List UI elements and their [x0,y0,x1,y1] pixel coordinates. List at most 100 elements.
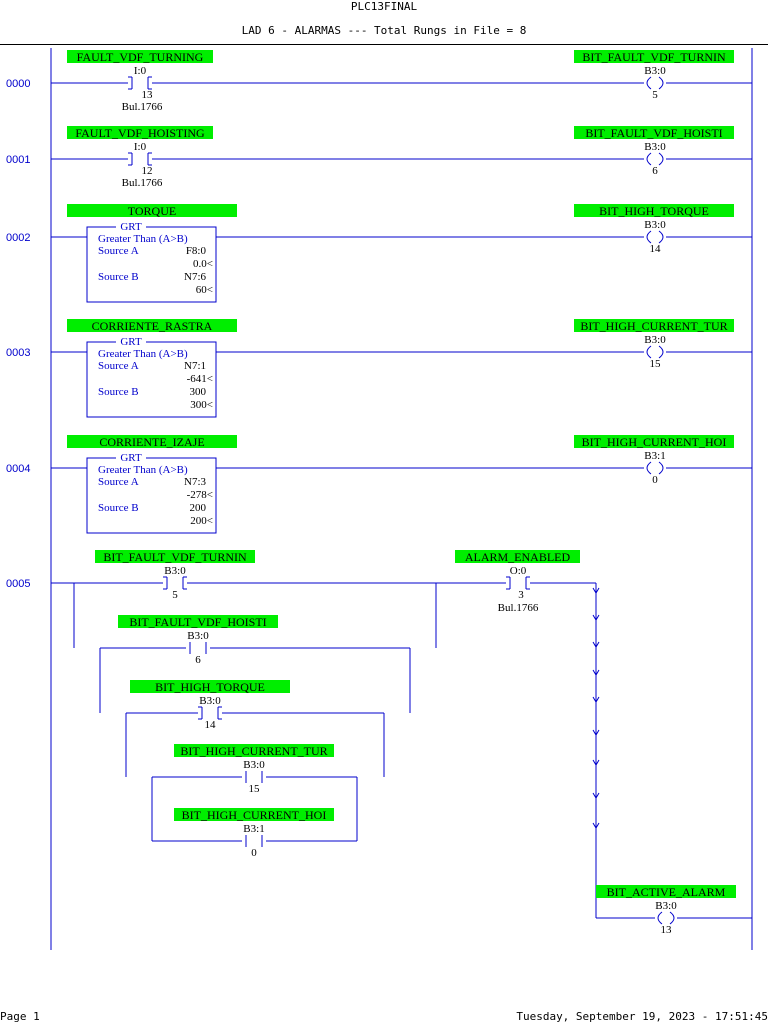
grt-title-gap [116,451,146,464]
power-flow-arrow [592,792,600,799]
coil-bit: 14 [650,243,662,255]
tag-label: BIT_FAULT_VDF_HOISTI [129,615,266,629]
coil-address: B3:0 [644,141,666,153]
tag-label: FAULT_VDF_TURNING [77,50,204,64]
contact-bit: 13 [142,89,154,101]
tag-highlight [574,126,734,139]
coil-right-arc [658,152,664,166]
coil-bit: 13 [661,924,673,936]
power-flow-arrow [592,587,600,594]
power-flow-arrow [592,729,600,736]
power-flow-arrow [592,696,600,703]
coil-bit: 6 [652,165,658,177]
tag-highlight [574,50,734,63]
power-flow-arrow [592,822,600,829]
coil-left-arc [646,152,652,166]
grt-block-title: GRT [120,221,142,233]
contact-address: B3:0 [199,695,221,707]
contact-bit: 14 [205,719,217,731]
contact-bit: 15 [249,783,261,795]
grt-block [86,226,217,303]
grt-description: Greater Than (A>B) [98,464,188,476]
contact-address: B3:0 [243,759,265,771]
source-b-label: Source B [98,386,139,398]
rung-number: 0000 [6,78,30,90]
coil-left-arc [646,345,652,359]
coil-address: B3:0 [644,65,666,77]
source-a-value: 0.0< [193,258,213,270]
tag-highlight [455,550,580,563]
header-divider [0,44,768,45]
contact-bit: 12 [142,165,153,177]
grt-title-gap [116,335,146,348]
tag-highlight [174,744,334,757]
power-flow-arrow [592,759,600,766]
tag-label: TORQUE [128,204,176,218]
tag-label: ALARM_ENABLED [465,550,571,564]
source-b-label: Source B [98,271,139,283]
tag-label: BIT_HIGH_CURRENT_HOI [182,808,327,822]
source-a-label: Source A [98,245,139,257]
coil-bit: 5 [652,89,658,101]
tag-label: CORRIENTE_RASTRA [92,319,213,333]
source-a-value: -278< [187,489,213,501]
tag-label: CORRIENTE_IZAJE [99,435,204,449]
source-a-label: Source A [98,360,139,372]
tag-highlight [174,808,334,821]
coil-address: B3:1 [644,450,665,462]
tag-highlight [67,126,213,139]
rung-number: 0001 [6,154,30,166]
tag-highlight [574,319,734,332]
source-b-address: 300 [190,386,207,398]
contact-address: O:0 [510,565,527,577]
source-a-value: -641< [187,373,213,385]
power-flow-arrow [592,641,600,648]
tag-label: BIT_HIGH_TORQUE [599,204,709,218]
contact-comment: Bul.1766 [122,177,163,189]
grt-description: Greater Than (A>B) [98,348,188,360]
coil-left-arc [646,230,652,244]
coil-left-arc [657,911,663,925]
source-b-address: N7:6 [184,271,207,283]
contact-bit: 3 [518,589,524,601]
source-a-label: Source A [98,476,139,488]
tag-highlight [130,680,290,693]
coil-right-arc [658,230,664,244]
coil-address: B3:0 [655,900,677,912]
source-b-address: 200 [190,502,207,514]
coil-right-arc [658,76,664,90]
contact-address: B3:1 [243,823,264,835]
source-b-value: 200< [190,515,213,527]
program-title: PLC13FINAL [350,0,418,13]
source-a-address: F8:0 [186,245,207,257]
contact-comment: Bul.1766 [122,101,163,113]
coil-right-arc [658,345,664,359]
coil-left-arc [646,76,652,90]
tag-label: BIT_FAULT_VDF_HOISTI [585,126,722,140]
tag-label: FAULT_VDF_HOISTING [75,126,205,140]
tag-highlight [118,615,278,628]
tag-highlight [596,885,736,898]
rung-number: 0004 [6,463,30,475]
power-flow-arrow [592,614,600,621]
contact-address: B3:0 [164,565,186,577]
coil-address: B3:0 [644,334,666,346]
source-a-address: N7:3 [184,476,207,488]
contact-comment: Bul.1766 [498,602,539,614]
file-subtitle: LAD 6 - ALARMAS --- Total Rungs in File … [241,24,527,37]
coil-address: B3:0 [644,219,666,231]
tag-highlight [67,435,237,448]
tag-label: BIT_HIGH_CURRENT_TUR [180,744,327,758]
tag-label: BIT_FAULT_VDF_TURNIN [103,550,247,564]
source-b-label: Source B [98,502,139,514]
tag-highlight [67,204,237,217]
tag-highlight [574,204,734,217]
tag-label: BIT_ACTIVE_ALARM [607,885,726,899]
tag-highlight [67,50,213,63]
rung-number: 0005 [6,578,30,590]
source-b-value: 300< [190,399,213,411]
grt-description: Greater Than (A>B) [98,233,188,245]
source-b-value: 60< [196,284,213,296]
grt-block-title: GRT [120,452,142,464]
contact-address: I:0 [134,65,147,77]
